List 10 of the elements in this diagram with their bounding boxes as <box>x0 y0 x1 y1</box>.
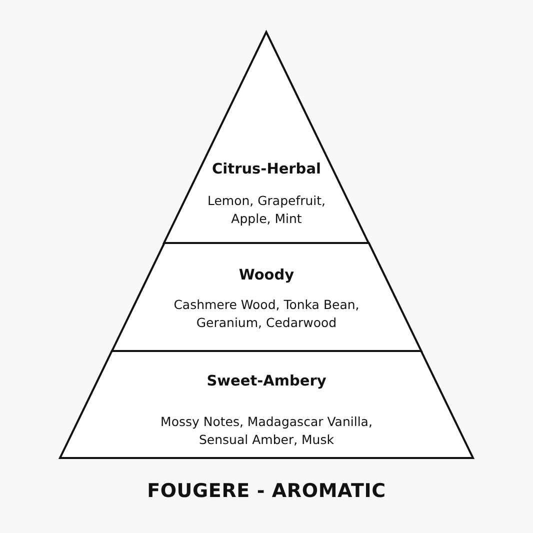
title: FOUGERE - AROMATIC <box>147 480 386 502</box>
tier-heading: Sweet-Ambery <box>206 373 326 391</box>
pyramid-tier <box>110 241 424 353</box>
pyramid-tier <box>58 349 475 460</box>
tier-notes: Cashmere Wood, Tonka Bean, Geranium, Cedarwood <box>172 296 360 332</box>
tier-notes: Mossy Notes, Madagascar Vanilla, Sensual Amber, Musk <box>160 413 374 449</box>
pyramid-tier <box>162 30 371 245</box>
tier-heading: Woody <box>238 267 294 285</box>
tier-notes: Lemon, Grapefruit, Apple, Mint <box>206 192 327 228</box>
tier-heading: Citrus-Herbal <box>212 161 321 179</box>
